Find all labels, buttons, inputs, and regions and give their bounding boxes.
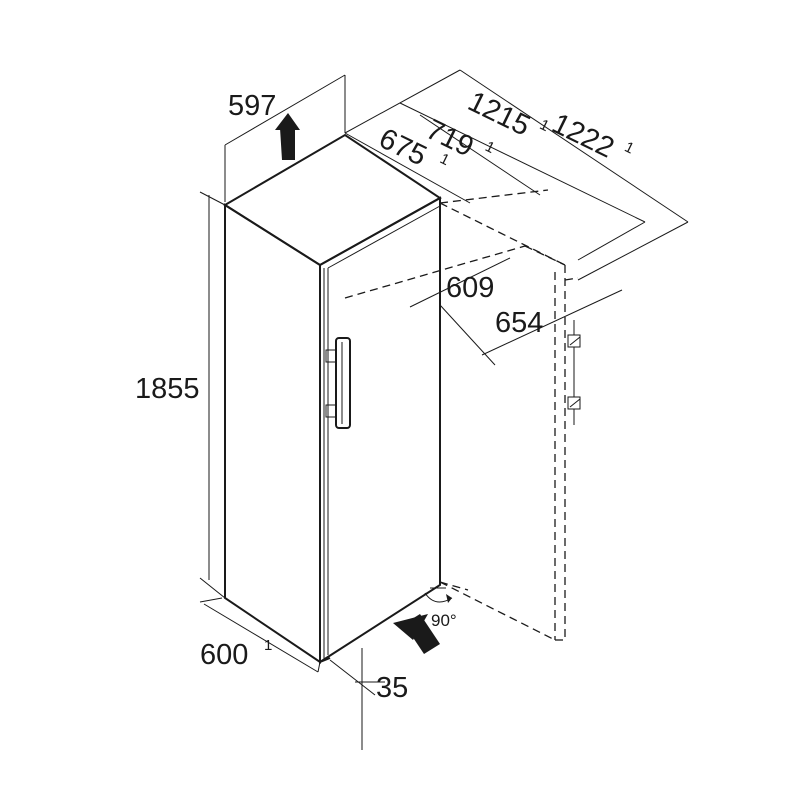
dim-width-bottom: 600 (200, 639, 248, 671)
dim-footnote-675: 1 (437, 150, 452, 169)
dim-footnote-600: 1 (264, 637, 272, 654)
door-handle (325, 337, 351, 429)
dim-height: 1855 (135, 373, 200, 405)
dim-depth-to-wall: 654 (495, 307, 543, 339)
dim-footnote-1222: 1 (622, 139, 637, 158)
dim-inner-depth: 609 (446, 272, 494, 304)
dim-depth-door-open-1222: 1222 (547, 108, 619, 165)
arrow-up-icon (275, 113, 300, 160)
dimension-lines (199, 69, 689, 750)
wall-outline (344, 189, 579, 641)
dim-base-gap: 35 (376, 672, 408, 704)
dim-footnote-719: 1 (482, 138, 497, 157)
fridge-body (223, 133, 446, 664)
arrow-right-icon (393, 614, 440, 654)
wall-bracket-icon (567, 320, 581, 425)
rotation-arc-icon (424, 592, 453, 603)
dim-depth-body: 675 (374, 123, 432, 173)
dim-width-top: 597 (228, 90, 276, 122)
dim-door-angle: 90° (431, 611, 457, 630)
